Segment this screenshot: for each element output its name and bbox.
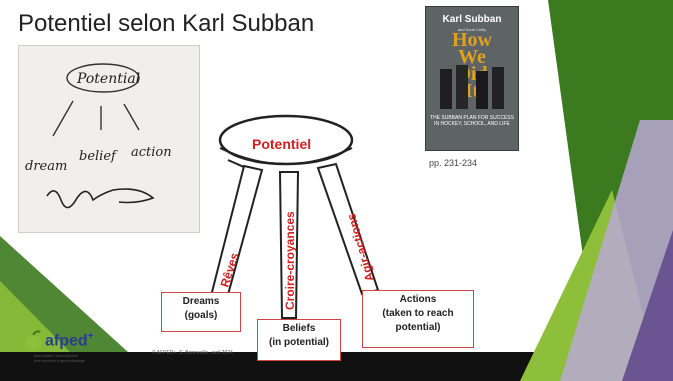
- afped-logo: afped+ Association francophone des troub…: [22, 330, 142, 370]
- handwriting-line-right: [123, 103, 140, 131]
- bottom-band: [0, 352, 673, 381]
- stool-leg-middle: [278, 171, 300, 319]
- word-dream: dream: [25, 159, 67, 174]
- word-action: action: [131, 145, 172, 160]
- logo-sub-line: Association francophone: [34, 353, 78, 358]
- book-coauthor: and Scott Colby: [457, 27, 487, 32]
- label-actions: Actions (taken to reach potential): [362, 290, 474, 348]
- logo-subtitle: Association francophone des troubles d'a…: [34, 353, 85, 363]
- book-author: Karl Subban: [442, 14, 502, 25]
- label-beliefs-line1: Beliefs: [282, 323, 316, 334]
- stool-seat-label: Potentiel: [252, 136, 311, 152]
- book-cover: Karl Subban and Scott Colby How We Did I…: [425, 6, 519, 151]
- label-dreams-line1: Dreams: [182, 296, 220, 307]
- label-beliefs: Beliefs (in potential): [257, 319, 341, 361]
- book-figures: [440, 65, 504, 109]
- label-beliefs-line2: (in potential): [269, 337, 329, 348]
- logo-name: afped+: [45, 331, 94, 350]
- stool-seat-rim: [219, 147, 353, 165]
- figure: [456, 65, 468, 109]
- handwriting-line-left: [52, 100, 74, 137]
- book-title-line: How: [452, 29, 492, 51]
- book-title-line: It: [464, 80, 480, 102]
- slide-title: Potentiel selon Karl Subban: [18, 10, 315, 37]
- apple-leaf: [32, 330, 41, 336]
- label-actions-line3: potential): [395, 322, 441, 333]
- copyright-text: © AFPED+, S. Bonneville, avril 2024: [152, 350, 233, 356]
- stool-leg-label-beliefs: Croire-croyances: [283, 211, 297, 310]
- purple-triangle: [622, 230, 673, 381]
- logo-sub-line: des troubles d'apprentissage: [34, 358, 86, 363]
- logo-name-text: afped: [45, 332, 88, 350]
- figure: [440, 69, 452, 109]
- label-dreams: Dreams (goals): [161, 292, 241, 332]
- word-belief: belief: [79, 149, 118, 164]
- apple-body: [25, 335, 41, 351]
- green-corner-light: [0, 281, 70, 352]
- handwritten-note-photo: Potential dream belief action: [18, 45, 200, 233]
- signature: [46, 188, 155, 209]
- logo-plus: +: [87, 331, 94, 342]
- book-subtitle: THE SUBBAN PLAN FOR SUCCESS IN HOCKEY, S…: [430, 115, 514, 127]
- label-dreams-line2: (goals): [184, 310, 218, 321]
- circle-stroke: [66, 63, 140, 93]
- label-actions-line2: (taken to reach: [382, 308, 454, 319]
- handwriting-drawing: Potential dream belief action: [25, 63, 172, 209]
- page-reference: pp. 231-234: [429, 158, 478, 168]
- figure: [476, 71, 488, 109]
- label-actions-line1: Actions: [399, 294, 437, 305]
- figure: [492, 67, 504, 109]
- circle-word: Potential: [76, 71, 140, 87]
- book-title-line: We: [458, 46, 486, 68]
- apple-icon: [25, 330, 41, 351]
